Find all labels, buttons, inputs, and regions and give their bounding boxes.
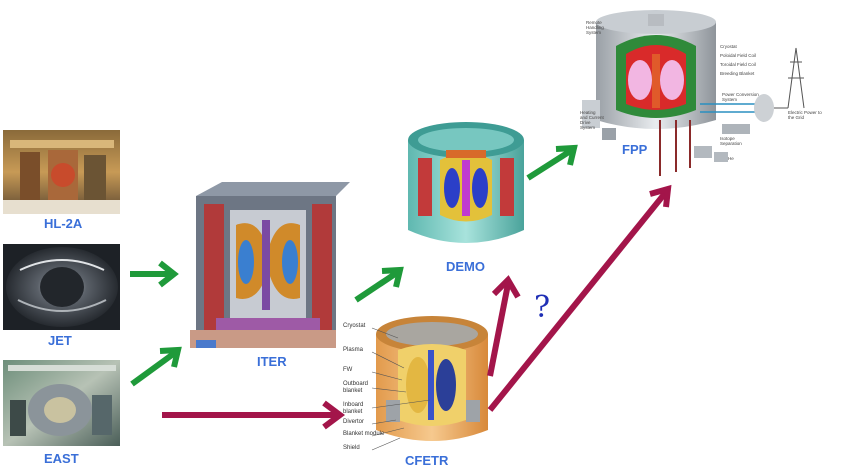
fpp-part-breeding-blanket: Breeding Blanket — [720, 71, 755, 76]
arrow-demo-to-fpp — [526, 144, 578, 181]
arrow-east-to-cfetr — [162, 400, 345, 430]
cfetr-part-cryostat: Cryostat — [343, 323, 366, 329]
fpp-part-heating: Heating and Current Drive System — [580, 110, 604, 130]
arrow-jet-to-iter — [130, 260, 179, 288]
cfetr-label: CFETR — [405, 453, 449, 468]
east-label: EAST — [44, 451, 79, 466]
fpp-part-cryostat: Cryostat — [720, 44, 737, 49]
demo-label: DEMO — [446, 259, 485, 274]
question-mark: ? — [534, 290, 551, 325]
arrow-iter-to-demo — [354, 266, 404, 303]
fpp-part-isotope: Isotope Separation — [720, 136, 742, 146]
hl2a-image — [3, 130, 120, 214]
fpp-part-remote-handling: Remote Handling System — [586, 20, 604, 35]
cfetr-part-fw: FW — [343, 367, 353, 373]
iter-image — [190, 182, 350, 348]
demo-image — [408, 122, 524, 243]
cfetr-part-divertor: Divertor — [343, 419, 365, 425]
fpp-part-he: He — [728, 156, 734, 161]
cfetr-image — [371, 316, 488, 451]
fpp-label: FPP — [622, 142, 648, 157]
fpp-part-grid: Electric Power to the Grid — [788, 110, 822, 120]
jet-image — [3, 244, 120, 330]
fpp-part-poloidal-coil: Poloidal Field Coil — [720, 53, 757, 58]
arrow-cfetr-to-fpp — [487, 184, 672, 412]
cfetr-part-plasma: Plasma — [343, 347, 364, 353]
east-image — [3, 360, 120, 446]
fpp-image — [582, 10, 805, 176]
arrow-east-to-iter — [130, 346, 182, 387]
iter-label: ITER — [257, 354, 287, 369]
cfetr-part-shield: Shield — [343, 445, 360, 451]
fpp-part-toroidal-coil: Toroidal Field Coil — [720, 62, 756, 67]
arrow-cfetr-to-demo — [487, 275, 521, 377]
hl2a-label: HL-2A — [44, 216, 83, 231]
cfetr-part-outboard-blanket: Outboard blanket — [343, 381, 369, 394]
cfetr-part-blanket-module: Blanket module — [343, 431, 385, 437]
jet-label: JET — [48, 333, 72, 348]
fpp-part-power-conversion: Power Conversion System — [722, 92, 759, 102]
cfetr-part-inboard-blanket: Inboard blanket — [343, 402, 364, 415]
